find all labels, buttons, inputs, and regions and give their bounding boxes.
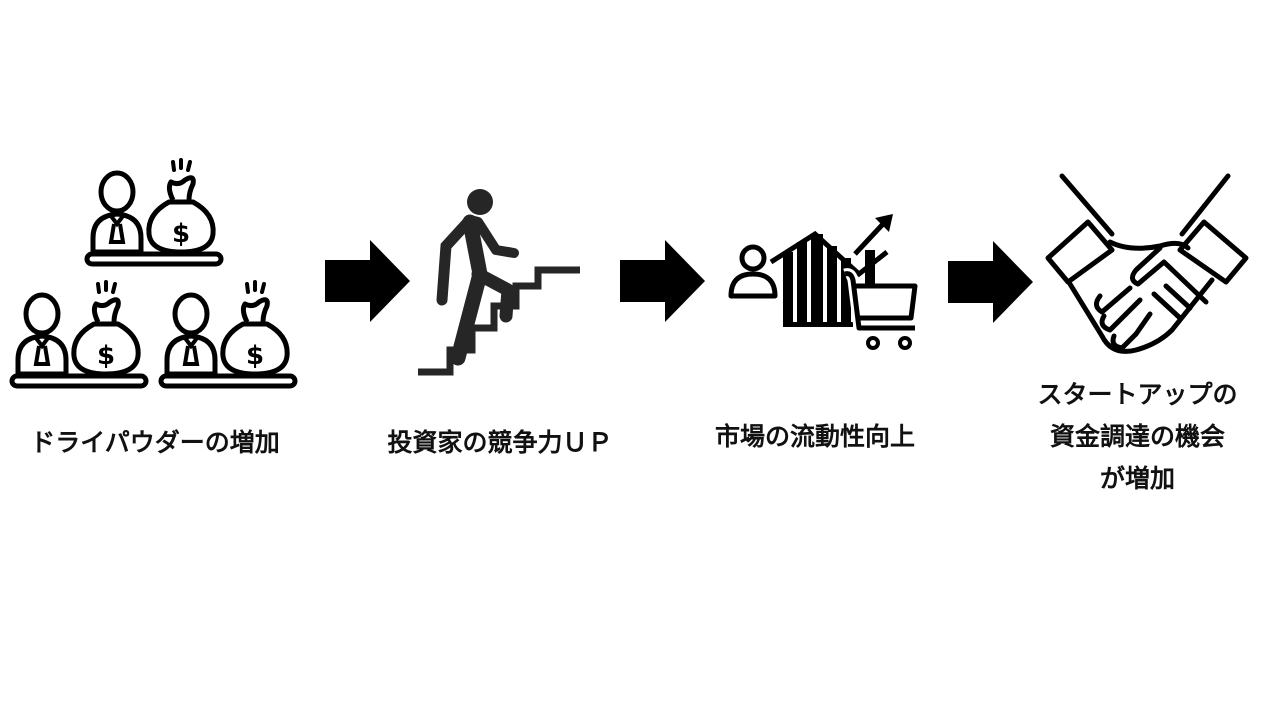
investor-group [0,150,310,390]
right-arrow-icon [620,240,705,322]
handshake-icon [1045,173,1249,354]
step-3-label: 市場の流動性向上 [714,422,915,451]
investors-money-bags-icon [0,150,310,390]
right-arrow-icon [325,240,410,322]
right-arrow-icon [948,241,1033,323]
step-4-label-line-1: スタートアップの [1037,380,1238,409]
step-4-label-line-2: 資金調達の機会 [1049,422,1225,451]
step-2-label: 投資家の競争力ＵＰ [387,428,613,457]
step-4-label-line-3: が増加 [1099,464,1175,493]
market-chart-cart-icon [728,214,918,350]
step-1-label: ドライパウダーの増加 [30,428,280,457]
person-climbing-stairs-icon [418,189,580,376]
step-4-label: スタートアップの 資金調達の機会 が増加 [1000,374,1275,500]
